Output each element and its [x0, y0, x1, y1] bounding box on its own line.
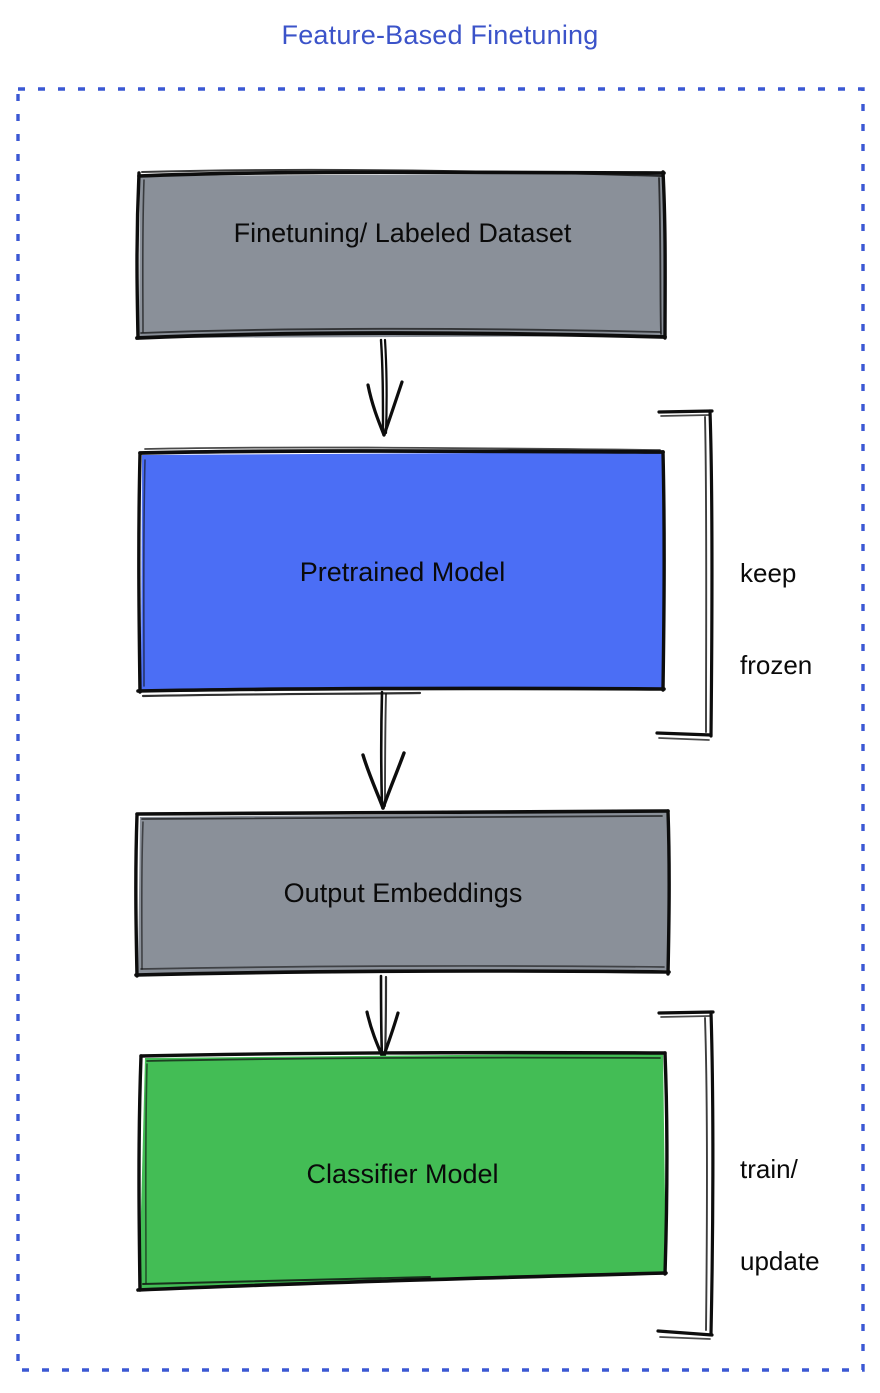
node-dataset-stroke-c — [661, 170, 667, 340]
node-dataset-stroke-e — [135, 331, 667, 340]
annotation-train-update: train/ update — [740, 1093, 820, 1338]
node-classifier-label: Classifier Model — [306, 1159, 499, 1189]
annotation-keep-frozen-line1: keep — [740, 558, 797, 589]
node-pretrained-stroke-d — [137, 452, 142, 694]
node-dataset[interactable] — [135, 168, 667, 340]
node-dataset-stroke-h — [141, 179, 145, 333]
annotation-keep-frozen: keep frozen — [740, 497, 812, 742]
node-classifier-stroke-e — [144, 1063, 148, 1284]
node-pretrained-stroke-g — [141, 691, 422, 698]
node-dataset-stroke-d — [658, 177, 662, 335]
node-embeddings-stroke-a — [135, 809, 670, 816]
node-classifier[interactable] — [136, 1050, 669, 1292]
node-pretrained-stroke-f — [136, 686, 666, 693]
bracket-train-update — [656, 1010, 715, 1340]
edge-embeddings-to-classifier — [365, 974, 400, 1060]
node-classifier-stroke-f — [136, 1271, 668, 1292]
node-pretrained-stroke-b — [144, 446, 661, 451]
node-classifier-stroke-c — [663, 1051, 669, 1276]
node-embeddings-stroke-f — [134, 969, 671, 977]
node-embeddings-fill — [138, 812, 669, 974]
node-dataset-stroke-f — [140, 327, 661, 334]
node-dataset-stroke-g — [135, 171, 141, 340]
node-embeddings-label: Output Embeddings — [283, 878, 523, 908]
node-pretrained-label: Pretrained Model — [299, 557, 506, 587]
node-classifier-fill — [139, 1053, 666, 1289]
node-pretrained-stroke-c — [661, 450, 666, 692]
node-pretrained-stroke-a — [138, 449, 665, 455]
node-pretrained-stroke-e — [142, 459, 146, 687]
node-embeddings-stroke-c — [666, 809, 671, 976]
node-pretrained-fill — [141, 452, 664, 690]
node-embeddings-stroke-e — [140, 821, 144, 970]
node-classifier-stroke-a — [139, 1050, 667, 1058]
edge-dataset-to-pretrained — [366, 338, 404, 437]
node-classifier-stroke-b — [146, 1056, 661, 1062]
annotation-train-update-line2: update — [740, 1246, 820, 1277]
node-dataset-fill — [139, 173, 665, 338]
edge-pretrained-to-embeddings — [361, 690, 406, 810]
node-classifier-stroke-g — [142, 1276, 431, 1285]
page-title: Feature-Based Finetuning — [281, 20, 599, 50]
node-dataset-stroke-b — [141, 168, 663, 177]
node-classifier-stroke-d — [137, 1054, 143, 1292]
node-embeddings-stroke-d — [134, 813, 139, 978]
node-pretrained[interactable] — [136, 446, 666, 698]
node-embeddings[interactable] — [134, 809, 671, 978]
node-embeddings-stroke-g — [140, 965, 665, 970]
dashed-frame — [16, 87, 865, 1372]
node-dataset-label: Finetuning/ Labeled Dataset — [233, 218, 572, 248]
annotation-train-update-line1: train/ — [740, 1154, 798, 1185]
node-embeddings-stroke-b — [141, 815, 663, 820]
annotation-keep-frozen-line2: frozen — [740, 650, 813, 681]
bracket-keep-frozen — [655, 409, 714, 741]
